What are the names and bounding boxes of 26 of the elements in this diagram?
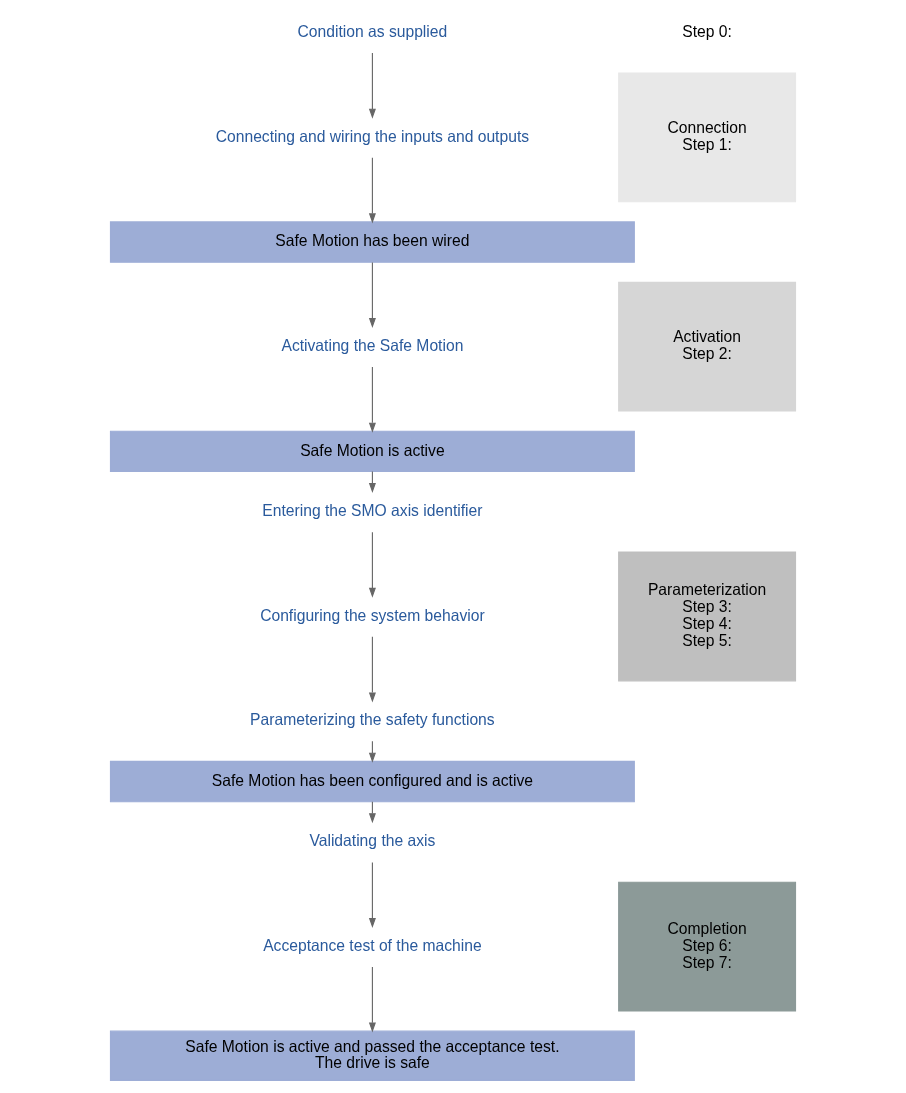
node-box: Safe Motion is active xyxy=(109,430,635,473)
arrow xyxy=(368,157,376,224)
node-box: Safe Motion has been wired xyxy=(109,221,635,263)
node-box: Completion Step 6: Step 7: xyxy=(618,881,797,1012)
node-box: Safe Motion has been configured and is active xyxy=(109,760,635,803)
node-text: Configuring the system behavior xyxy=(260,606,485,624)
node-text: Validating the axis xyxy=(309,832,436,850)
arrow xyxy=(368,366,376,433)
node-text: Activating the Safe Motion xyxy=(281,336,464,354)
node-box: Activation Step 2: xyxy=(618,281,797,412)
node-text: Entering the SMO axis identifier xyxy=(262,501,483,519)
arrow xyxy=(368,52,376,119)
node-text: Parameterizing the safety functions xyxy=(250,711,495,729)
node-box: Parameterization Step 3: Step 4: Step 5: xyxy=(618,551,797,682)
node-text: Acceptance test of the machine xyxy=(263,936,482,954)
label: Step 0: xyxy=(682,22,732,40)
node-box: Connection Step 1: xyxy=(618,72,797,203)
arrow xyxy=(368,740,376,763)
arrow xyxy=(368,966,376,1033)
arrow xyxy=(368,261,376,329)
arrow xyxy=(368,861,376,929)
node-text: Connecting and wiring the inputs and outputs xyxy=(215,127,530,145)
arrow xyxy=(368,636,376,703)
node-box: Safe Motion is active and passed the acceptance test. The drive is safe xyxy=(109,1030,635,1081)
node-text: Condition as supplied xyxy=(297,22,448,40)
arrow xyxy=(368,531,376,598)
